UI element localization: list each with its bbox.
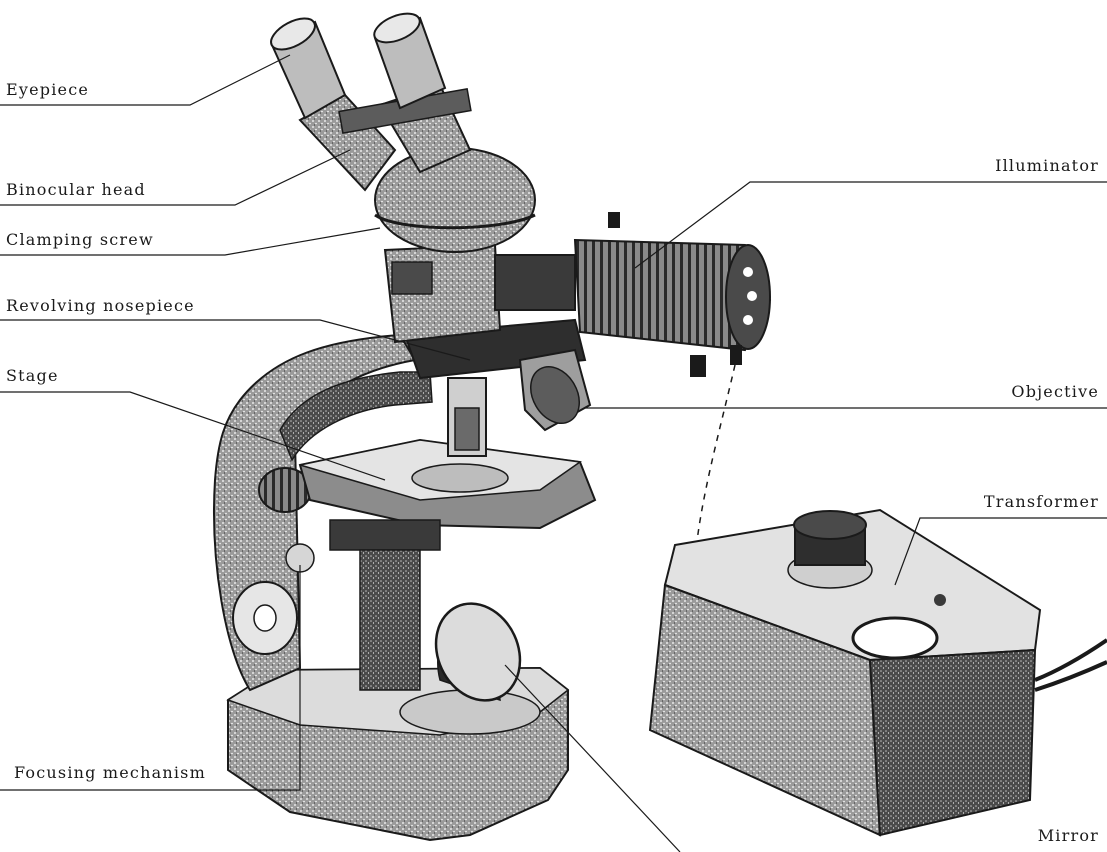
revolving-nosepiece <box>405 320 590 456</box>
label-mirror: Mirror <box>1038 826 1099 846</box>
label-transformer: Transformer <box>984 492 1099 512</box>
label-focusing-mechanism: Focusing mechanism <box>14 763 206 783</box>
label-revolving-nosepiece: Revolving nosepiece <box>6 296 195 316</box>
microscope-base <box>228 668 568 840</box>
label-clamping-screw: Clamping screw <box>6 230 154 250</box>
label-eyepiece: Eyepiece <box>6 80 89 100</box>
label-illuminator: Illuminator <box>995 156 1099 176</box>
label-stage: Stage <box>6 366 59 386</box>
label-objective: Objective <box>1011 382 1099 402</box>
label-binocular-head: Binocular head <box>6 180 146 200</box>
transformer <box>650 510 1107 835</box>
